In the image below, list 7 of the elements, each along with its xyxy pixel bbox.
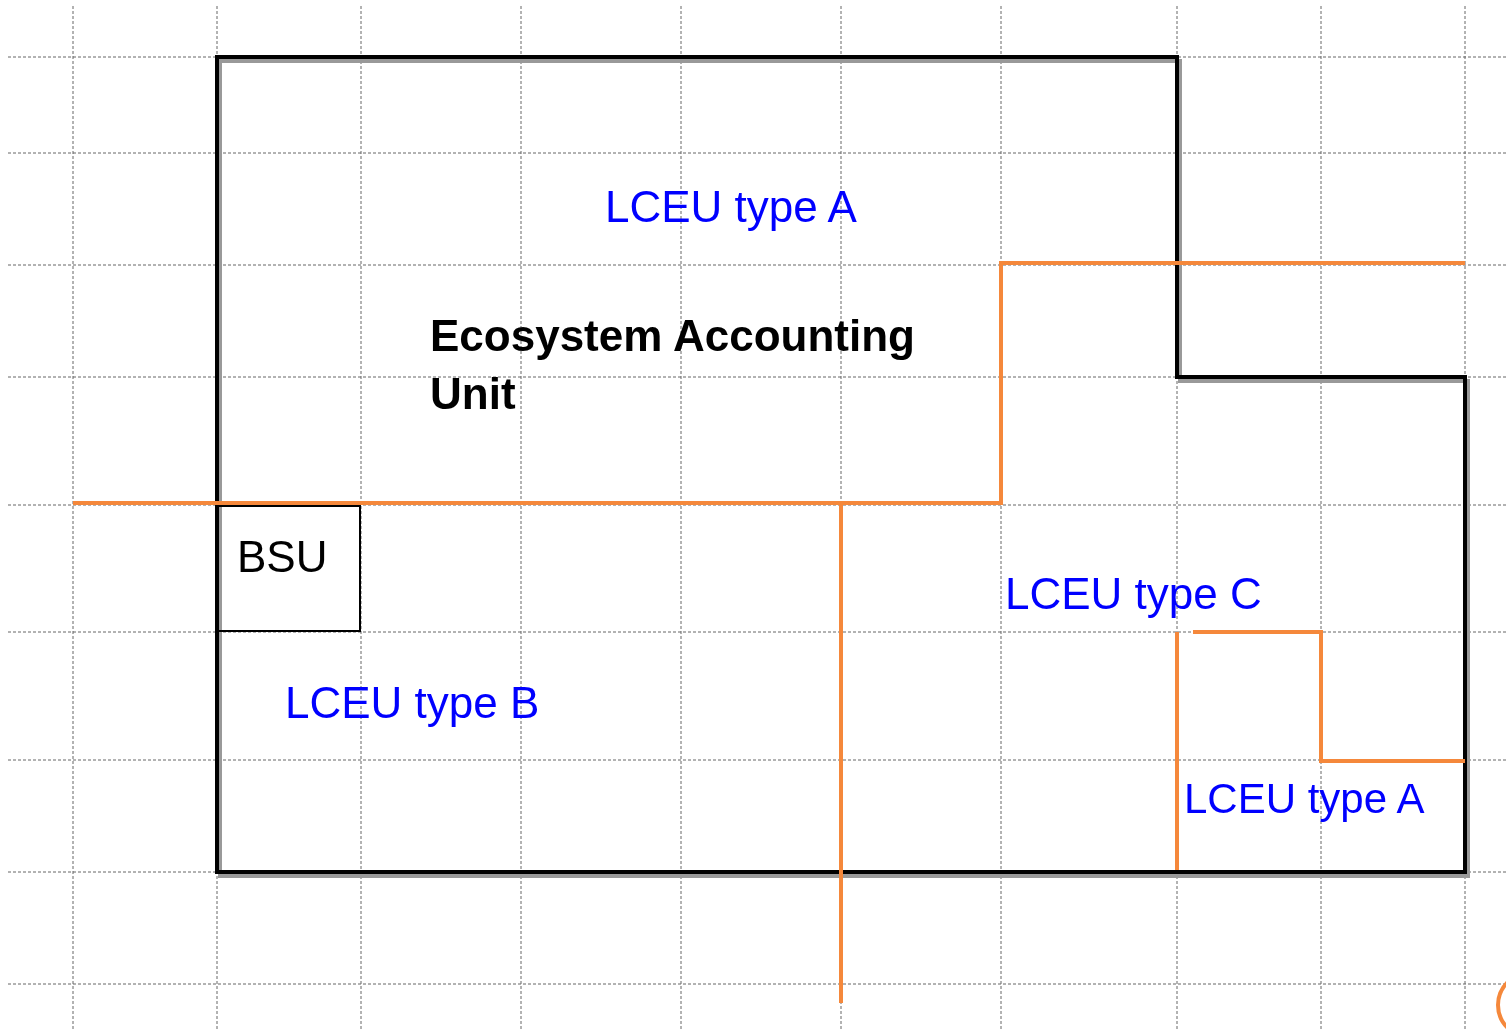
cover-type-label: LCEU type A: [1184, 778, 1425, 820]
unit-title: Ecosystem Accounting Unit: [430, 310, 916, 420]
cover-type-label: LCEU type B: [285, 681, 540, 725]
bsu-box: [217, 505, 361, 632]
cover-type-label: LCEU type A: [605, 185, 857, 229]
cover-type-label: LCEU type C: [1005, 572, 1262, 616]
unit-code: BSU: [237, 535, 328, 579]
